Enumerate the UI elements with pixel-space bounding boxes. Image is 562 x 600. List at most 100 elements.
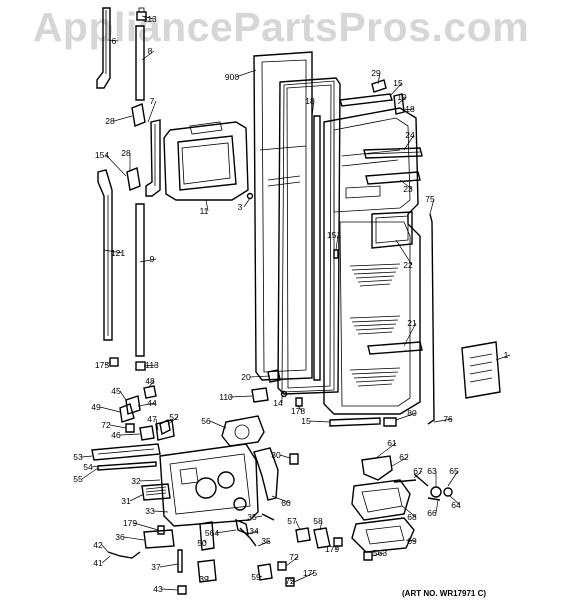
leader-line-35 [257, 540, 271, 547]
screw-179-left [157, 525, 165, 535]
callout-68: 68 [407, 512, 417, 522]
leader-line-175 [293, 572, 315, 583]
cam-564 [235, 518, 249, 536]
leader-line-18 [401, 108, 415, 111]
clip-part-113-upper [136, 7, 147, 21]
bracket-50 [199, 521, 215, 551]
callout-48: 48 [145, 376, 155, 386]
grille-31 [141, 483, 171, 501]
leader-line-110 [229, 395, 253, 398]
link-41 [107, 551, 141, 559]
callout-154: 154 [95, 150, 109, 160]
leader-line-23 [399, 179, 413, 190]
leader-line-67 [413, 470, 423, 479]
leader-line-68 [401, 505, 417, 518]
callout-20: 20 [241, 372, 251, 382]
leader-line-56 [209, 420, 227, 429]
leader-line-61 [375, 442, 397, 459]
auger-funnel-68 [351, 479, 411, 521]
callout-60: 60 [281, 498, 291, 508]
leader-line-58 [319, 520, 323, 531]
callout-24: 24 [405, 130, 415, 140]
callout-34: 34 [249, 526, 259, 536]
shelf-24 [363, 147, 423, 159]
callout-110: 110 [219, 392, 233, 402]
callout-57: 57 [287, 516, 297, 526]
leader-line-55 [81, 467, 99, 480]
callout-1: 1 [504, 350, 509, 360]
leader-line-53 [81, 455, 93, 458]
leader-line-33 [153, 510, 169, 513]
callout-54: 54 [83, 462, 93, 472]
spring-72-b [277, 561, 287, 571]
leader-line-42 [101, 544, 109, 553]
bracket-58 [313, 527, 331, 549]
callout-52: 52 [169, 412, 179, 422]
literature-book [461, 341, 501, 399]
callout-11: 11 [200, 206, 209, 216]
callout-64: 64 [451, 500, 461, 510]
leader-line-3 [243, 197, 251, 208]
callout-39: 39 [199, 574, 209, 584]
leader-line-65 [447, 470, 459, 487]
bracket-36 [143, 529, 175, 549]
actuator-46 [155, 419, 175, 441]
callout-72: 72 [285, 576, 295, 586]
callout-47: 47 [147, 414, 157, 424]
bar-shelf-21 [367, 341, 423, 355]
leader-line-175 [105, 361, 111, 366]
callout-50: 50 [197, 538, 207, 548]
callout-62: 62 [399, 452, 409, 462]
leader-line-178 [297, 405, 303, 412]
actuator-47 [159, 418, 171, 436]
leader-line-45 [119, 390, 127, 401]
leader-line-46 [119, 433, 141, 436]
callout-41: 41 [93, 558, 103, 568]
leader-line-80 [395, 412, 417, 421]
clip-29 [371, 79, 387, 93]
callout-53: 53 [73, 452, 83, 462]
callout-121: 121 [111, 248, 125, 258]
shaft-66 [427, 497, 441, 501]
leader-line-62 [391, 456, 409, 467]
leader-lines [81, 15, 511, 591]
leader-line-37 [159, 563, 179, 568]
gear-63 [430, 486, 442, 498]
bar-15-bottom [329, 417, 381, 427]
leader-line-18 [311, 100, 315, 117]
leader-line-64 [449, 495, 461, 506]
bushing-178 [295, 397, 303, 407]
rod-37 [177, 549, 183, 573]
leader-line-121 [103, 249, 123, 254]
leader-line-72 [285, 556, 299, 567]
callout-563: 563 [373, 548, 387, 558]
screw-563 [363, 551, 373, 561]
leader-line-76 [433, 418, 453, 423]
dispenser-strip-53 [91, 443, 161, 471]
motor-assembly-56 [221, 415, 265, 447]
leader-line-20 [249, 375, 271, 378]
leader-line-179 [335, 545, 339, 550]
art-number: (ART NO. WR17971 C) [402, 589, 486, 598]
leader-line-52 [167, 416, 179, 425]
callout-59: 59 [251, 572, 261, 582]
callout-65: 65 [449, 466, 459, 476]
door-cap-strip [96, 7, 111, 89]
callout-28: 28 [121, 148, 131, 158]
leader-line-50 [203, 539, 207, 544]
callout-175: 175 [303, 568, 317, 578]
leader-line-21 [403, 322, 417, 347]
leader-line-49 [99, 406, 121, 413]
spring-34 [239, 527, 257, 547]
callout-178: 178 [291, 406, 305, 416]
bracket-39 [197, 559, 217, 583]
leader-line-113 [141, 15, 155, 20]
spring-35 [261, 513, 275, 521]
clip-30 [289, 453, 299, 465]
hinge-pin-3 [246, 192, 254, 200]
callout-33: 33 [145, 506, 155, 516]
callout-61: 61 [387, 438, 397, 448]
spring-72-c [285, 577, 295, 587]
leader-line-22 [395, 239, 413, 266]
